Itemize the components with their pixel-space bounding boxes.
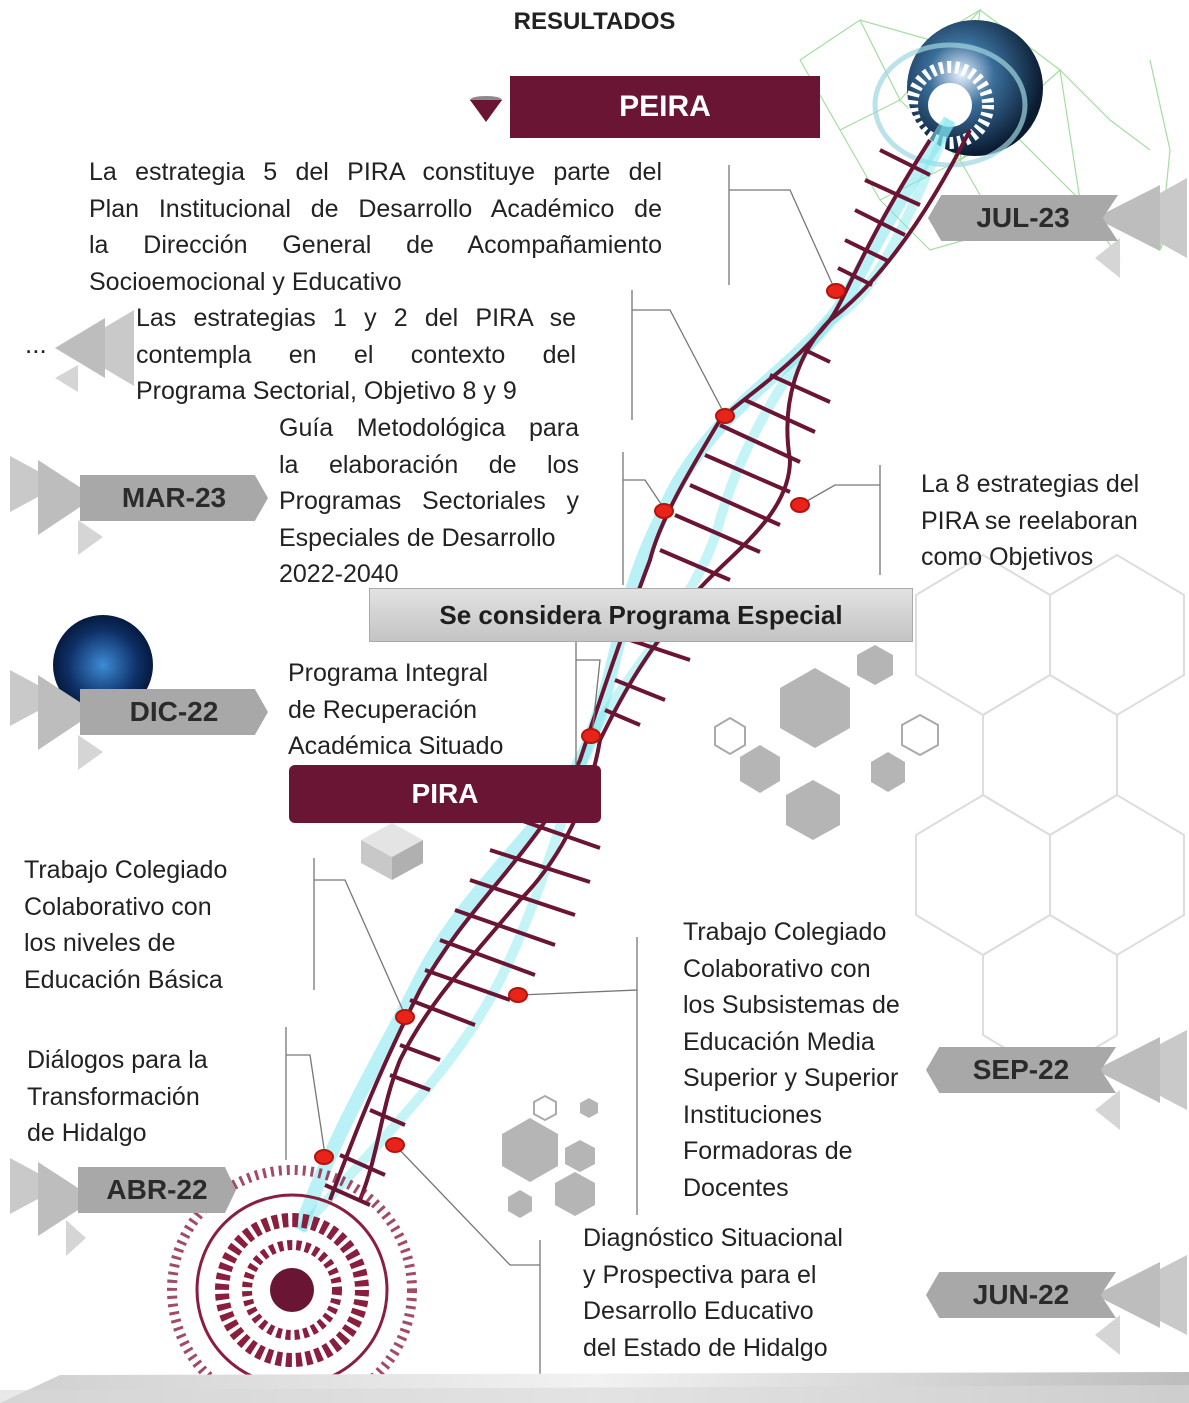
note-estrategia5: La estrategia 5 del PIRA constituye part…	[89, 158, 662, 296]
molecule-decoration	[502, 645, 939, 1218]
date-tag-abr22: ABR-22	[78, 1167, 236, 1213]
hexagon-grid	[915, 553, 1185, 1077]
chevron-decorations	[10, 178, 1187, 1355]
peira-banner: PEIRA	[510, 76, 820, 138]
note-dialogos: Diálogos para la Transformación de Hidal…	[27, 1046, 208, 1147]
connector-lines	[285, 165, 881, 1380]
note-educacion-media: Trabajo Colegiado Colaborativo con los S…	[683, 918, 900, 1202]
page-title: RESULTADOS	[513, 8, 676, 35]
ellipsis-text: ...	[25, 329, 47, 359]
note-estrategias12: Las estrategias 1 y 2 del PIRA se contem…	[136, 304, 576, 405]
date-tag-sep22: SEP-22	[926, 1047, 1116, 1093]
note-guia-metodologica: Guía Metodológica para la elaboración de…	[279, 414, 579, 588]
programa-especial-banner: Se considera Programa Especial	[369, 588, 913, 642]
orb-bottom-decoration	[167, 1165, 417, 1403]
floor-band	[0, 1372, 1189, 1403]
cube-decoration	[361, 823, 423, 880]
date-tag-jun22: JUN-22	[926, 1272, 1116, 1318]
timeline-nodes	[314, 283, 846, 1165]
note-educacion-basica: Trabajo Colegiado Colaborativo con los n…	[24, 856, 228, 994]
pira-banner: PIRA	[289, 765, 601, 823]
orb-top-decoration	[872, 20, 1043, 168]
date-tag-mar23: MAR-23	[80, 475, 268, 521]
note-diagnostico: Diagnóstico Situacional y Prospectiva pa…	[583, 1224, 843, 1362]
funnel-icon	[470, 96, 502, 122]
date-tag-jul23: JUL-23	[928, 195, 1118, 241]
date-tag-dic22: DIC-22	[80, 689, 268, 735]
note-ocho-estrategias: La 8 estrategias del PIRA se reelaboran …	[921, 470, 1140, 571]
note-programa-integral: Programa Integral de Recuperación Académ…	[288, 659, 504, 760]
